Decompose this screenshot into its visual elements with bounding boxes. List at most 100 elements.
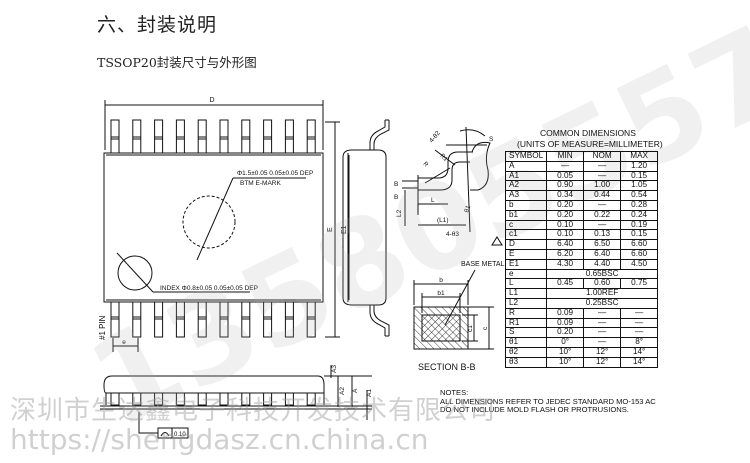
cell-nom: 12° bbox=[583, 356, 622, 368]
pin bbox=[284, 119, 294, 154]
cell-min: 0.20 bbox=[546, 209, 585, 221]
lead-profile bbox=[418, 151, 473, 191]
label-B-top: B bbox=[394, 181, 398, 188]
pin bbox=[154, 301, 164, 338]
cell-span-value: 0.25BSC bbox=[546, 297, 659, 309]
lead-top-end bbox=[369, 119, 390, 150]
table-row: A——1.20 bbox=[504, 160, 659, 172]
cell-nom: — bbox=[583, 199, 622, 211]
label-L: L bbox=[431, 197, 435, 204]
pin bbox=[175, 119, 185, 154]
cell-max: 4.50 bbox=[620, 258, 659, 270]
cell-nom: 0.44 bbox=[583, 190, 622, 201]
pin bbox=[241, 119, 251, 154]
cell-symbol: L2 bbox=[504, 297, 548, 309]
pin bbox=[132, 119, 142, 154]
pin bbox=[154, 392, 164, 406]
pin bbox=[110, 119, 120, 154]
table-title: COMMON DIMENSIONS bbox=[540, 128, 636, 138]
header-max: MAX bbox=[620, 151, 659, 162]
pin bbox=[197, 119, 207, 154]
pin bbox=[154, 119, 164, 154]
notes-line-1: ALL DIMENSIONS REFER TO JEDEC STANDARD M… bbox=[440, 396, 656, 406]
label-theta1: θ1 bbox=[463, 204, 472, 214]
cell-min: — bbox=[546, 160, 585, 172]
pin bbox=[110, 301, 120, 338]
pin bbox=[219, 392, 229, 406]
cell-max: 1.20 bbox=[620, 160, 659, 172]
cell-min: 0.20 bbox=[546, 199, 585, 211]
cell-nom: 0.22 bbox=[583, 209, 622, 221]
pin bbox=[263, 119, 273, 154]
pin bbox=[306, 392, 316, 406]
pin bbox=[306, 119, 316, 154]
pin bbox=[219, 119, 229, 154]
cell-min: 6.20 bbox=[546, 248, 585, 260]
cell-max: 0.75 bbox=[620, 278, 659, 290]
header-nom: NOM bbox=[583, 151, 622, 162]
watermark-url: https://shengdasz.cn.china.cn bbox=[10, 423, 429, 456]
pin bbox=[241, 392, 251, 406]
cell-max: 0.24 bbox=[620, 209, 659, 221]
pin bbox=[263, 301, 273, 338]
pin bbox=[132, 392, 142, 406]
label-e: e bbox=[122, 339, 126, 346]
emark-spec: Φ1.5±0.05 0.05±0.05 DEP bbox=[237, 170, 313, 177]
flatness-frame bbox=[157, 427, 189, 439]
index-leader bbox=[116, 252, 154, 293]
cell-max: 14° bbox=[620, 346, 659, 358]
btm-emark-circle bbox=[182, 195, 236, 249]
label-L1: (L1) bbox=[437, 217, 449, 224]
cell-max: — bbox=[620, 307, 659, 319]
cell-max: 14° bbox=[620, 356, 659, 368]
R1-leader bbox=[434, 149, 456, 166]
label-base-metal: BASE METAL bbox=[461, 261, 505, 268]
warning-triangle-icon bbox=[491, 236, 503, 246]
section-bb-title: SECTION B-B bbox=[418, 362, 476, 372]
pin bbox=[132, 301, 142, 338]
flatness-value: 0.10 bbox=[174, 432, 186, 438]
cell-symbol: L1 bbox=[504, 288, 548, 299]
cell-max: 8° bbox=[620, 337, 659, 348]
cell-nom: 6.40 bbox=[583, 248, 622, 260]
label-E1: E1 bbox=[341, 225, 348, 234]
notes: NOTES: ALL DIMENSIONS REFER TO JEDEC STA… bbox=[440, 388, 656, 415]
emark-label: BTM E-MARK bbox=[240, 180, 281, 187]
label-B-bottom: B bbox=[394, 194, 398, 201]
cell-symbol: A3 bbox=[504, 190, 548, 201]
front-pins bbox=[110, 392, 316, 406]
notes-line-2: DO NOT INCLUDE MOLD FLASH OR PROTRUSIONS… bbox=[440, 405, 629, 415]
header-min: MIN bbox=[546, 151, 585, 162]
index-spec: INDEX Φ0.8±0.05 0.05±0.05 DEP bbox=[160, 285, 258, 292]
package-body-top bbox=[103, 152, 324, 303]
pin bbox=[263, 392, 273, 406]
label-S: S bbox=[489, 136, 494, 143]
cell-min: 0.45 bbox=[546, 278, 585, 290]
cell-max: 0.28 bbox=[620, 199, 659, 211]
watermark-company: 深圳市生达鑫电子科技开发技术有限公司 bbox=[10, 396, 497, 426]
package-body-end bbox=[342, 149, 387, 306]
cell-nom: 4.40 bbox=[583, 258, 622, 270]
cell-span-value: 1.00REF bbox=[546, 288, 659, 299]
label-b: b bbox=[439, 277, 443, 284]
top-pins bbox=[110, 119, 316, 154]
R-leader bbox=[424, 167, 451, 184]
notes-title: NOTES: bbox=[440, 388, 469, 397]
cell-symbol: E bbox=[504, 248, 548, 260]
bottom-pins bbox=[110, 301, 316, 338]
label-R1: R1 bbox=[439, 153, 449, 163]
label-E: E bbox=[327, 227, 334, 232]
cell-symbol: A bbox=[504, 160, 548, 172]
table-header-row: SYMBOL MIN NOM MAX bbox=[504, 151, 659, 162]
label-c1: c1 bbox=[467, 325, 474, 332]
flatness-arc-icon bbox=[160, 432, 170, 437]
